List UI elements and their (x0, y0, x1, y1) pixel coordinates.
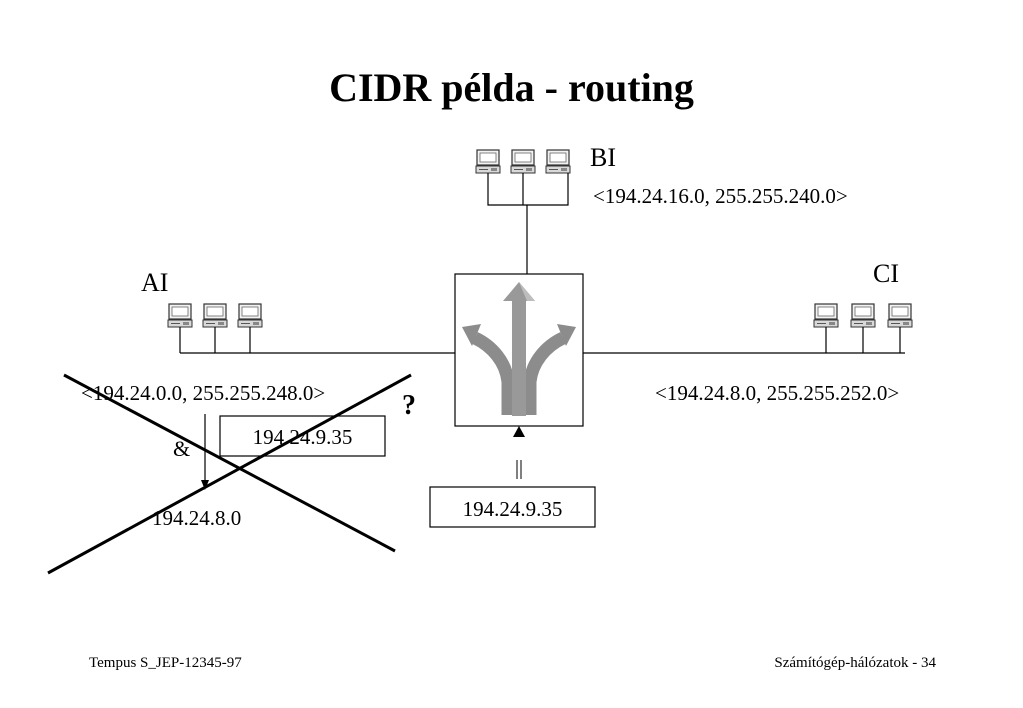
ampersand-operator: & (173, 436, 191, 461)
router (454, 273, 584, 427)
ai-computers (167, 303, 263, 353)
operand-ip: 194.24.9.35 (252, 425, 353, 449)
network-address-ci: <194.24.8.0, 255.255.252.0> (655, 381, 900, 405)
network-name-bi: BI (590, 143, 616, 172)
question-mark: ? (402, 390, 416, 421)
slide-title: CIDR példa - routing (329, 65, 694, 110)
cross-out (47, 373, 412, 575)
computer-icon (813, 303, 839, 328)
network-name-ai: AI (141, 268, 169, 297)
computer-icon (167, 303, 193, 328)
computer-icon (237, 303, 263, 328)
incoming-ip: 194.24.9.35 (462, 497, 563, 521)
footer-right: Számítógép-hálózatok - 34 (774, 655, 936, 671)
computer-icon (510, 149, 536, 174)
calc-arrow (201, 414, 209, 490)
operand-ip-box (219, 415, 386, 457)
incoming-ip-box (429, 486, 596, 528)
network-address-ai: <194.24.0.0, 255.255.248.0> (81, 381, 326, 405)
computer-icon (850, 303, 876, 328)
network-address-bi: <194.24.16.0, 255.255.240.0> (593, 184, 848, 208)
bi-computers (475, 149, 571, 206)
computer-icon (475, 149, 501, 174)
footer-left: Tempus S_JEP-12345-97 (89, 655, 242, 671)
incoming-arrow (513, 426, 525, 479)
and-result: 194.24.8.0 (152, 506, 242, 530)
computer-icon (887, 303, 913, 328)
computer-icon (202, 303, 228, 328)
router-arrows-icon (462, 282, 576, 416)
network-name-ci: CI (873, 259, 899, 288)
ci-computers (813, 303, 913, 353)
computer-icon (545, 149, 571, 174)
